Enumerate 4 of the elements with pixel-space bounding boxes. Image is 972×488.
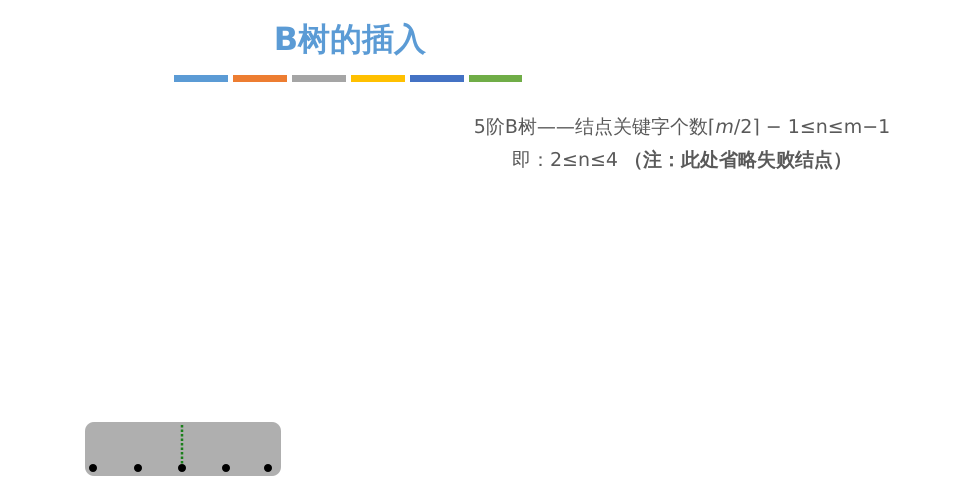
note-text: 5阶B树——结点关键字个数⌈m/2⌉ − 1≤n≤m−1 bbox=[472, 115, 892, 140]
note-text: 即：2≤n≤4 （注：此处省略失败结点） bbox=[510, 148, 854, 173]
btree-node-drawing bbox=[85, 422, 281, 476]
slide-title: B树的插入 bbox=[272, 19, 428, 60]
